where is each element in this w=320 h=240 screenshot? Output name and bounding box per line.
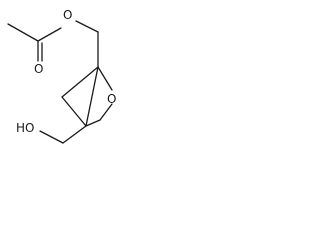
- ring-oxygen-label: O: [107, 92, 116, 106]
- ester-oxygen-methylene-bond: [75, 20, 99, 33]
- structure-diagram: O O O HO: [7, 8, 116, 144]
- ring-oxygen-ch2-bond: [99, 103, 113, 121]
- carbonyl-oxygen-label: O: [34, 62, 43, 76]
- ch2-bridgehead2-bond: [85, 119, 101, 127]
- bridgehead-to-bridgehead-bond: [85, 66, 99, 127]
- methyl-carbonyl-bond: [7, 23, 39, 42]
- ester-oxygen-label: O: [63, 8, 72, 22]
- hydroxyl-label: HO: [16, 121, 34, 135]
- carbonyl-ester-oxygen-bond: [37, 27, 62, 42]
- bridgehead2-methylene-bond: [62, 125, 87, 144]
- methylene-hydroxyl-bond: [39, 130, 64, 144]
- bridgehead-bridge-ch2-bond: [61, 66, 99, 98]
- bridge-ch2-bridgehead2-bond: [61, 96, 87, 127]
- bridgehead-ring-oxygen-bond: [97, 66, 113, 91]
